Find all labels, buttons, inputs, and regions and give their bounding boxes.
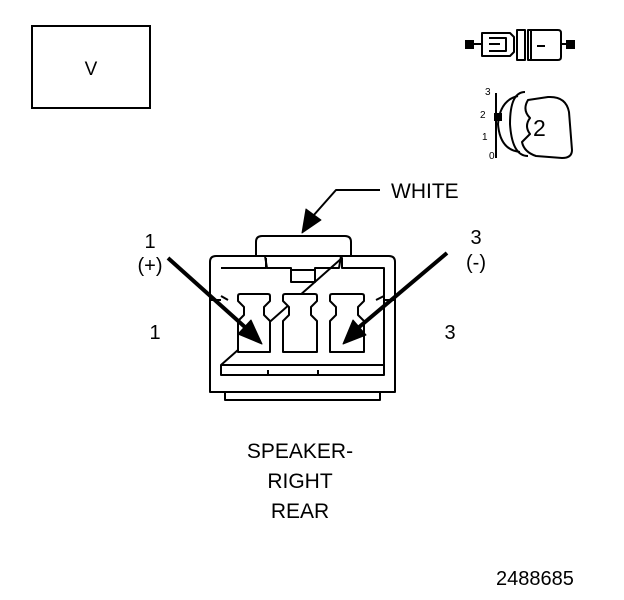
key-scale-label-1: 1 — [482, 132, 488, 143]
view-letter: V — [84, 59, 98, 80]
view-box: V — [31, 25, 151, 109]
pin-3-polarity: (-) — [466, 252, 486, 274]
component-name-line-3: REAR — [270, 500, 330, 523]
terminal-cavity-3 — [329, 293, 365, 353]
color-callout-label: WHITE — [391, 180, 459, 203]
figure-number: 2488685 — [496, 568, 574, 590]
pin-1-arrow — [166, 256, 263, 345]
connector-mate-icon — [465, 29, 575, 61]
component-name-line-1: SPEAKER- — [246, 440, 354, 463]
pin-3-arrow — [342, 251, 449, 345]
pin-1-side-label: 1 — [149, 322, 161, 344]
pin-1-number: 1 — [144, 231, 156, 253]
color-leader — [301, 189, 380, 234]
key-scale-label-2: 2 — [480, 110, 486, 121]
pin-3-side-label: 3 — [444, 322, 456, 344]
terminal-cavity-2 — [282, 293, 318, 353]
key-position-icon — [494, 91, 573, 159]
key-scale-label-0: 0 — [489, 151, 495, 162]
pin-1-polarity: (+) — [137, 255, 163, 277]
component-name-line-2: RIGHT — [267, 470, 333, 493]
key-scale-label-3: 3 — [485, 87, 491, 98]
pin-3-number: 3 — [470, 227, 482, 249]
key-number: 2 — [533, 115, 546, 141]
